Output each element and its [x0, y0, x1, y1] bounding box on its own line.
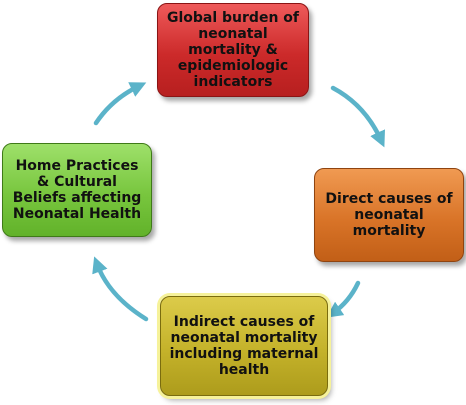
arrow-right-to-bottom [326, 280, 361, 318]
node-direct-causes: Direct causes of neonatal mortality [314, 168, 464, 262]
node-indirect-causes-label: Indirect causes of neonatal mortality in… [169, 314, 319, 378]
arrow-left-to-top [93, 82, 147, 126]
node-indirect-causes: Indirect causes of neonatal mortality in… [160, 296, 328, 396]
node-home-practices: Home Practices & Cultural Beliefs affect… [2, 143, 152, 237]
node-direct-causes-label: Direct causes of neonatal mortality [325, 191, 453, 239]
node-global-burden: Global burden of neonatal mortality & ep… [157, 3, 309, 97]
node-global-burden-label: Global burden of neonatal mortality & ep… [166, 10, 299, 90]
arrow-bottom-to-left [92, 256, 149, 322]
arrow-top-to-right [330, 85, 385, 148]
node-home-practices-label: Home Practices & Cultural Beliefs affect… [12, 158, 142, 222]
